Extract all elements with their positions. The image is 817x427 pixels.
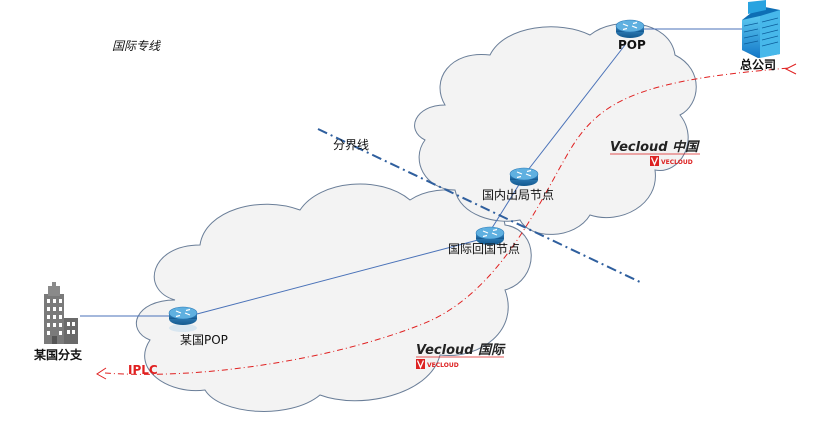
cloud-china-label: Vecloud 中国 [610,139,700,155]
pop-label: POP [618,38,646,52]
cloud-intl-label: Vecloud 国际 [416,343,506,358]
vecloud-logo-text-intl: VECLOUD [427,362,459,369]
branch-label: 某国分支 [34,347,83,362]
router-pop-icon [615,19,645,39]
link-pop-domestic [527,44,626,171]
branch-building-icon [44,282,78,344]
router-domestic-icon [509,167,539,187]
vecloud-logo-text-china: VECLOUD [661,159,693,166]
iplc-arrow-left [96,367,107,380]
cloud-international [135,183,532,412]
domestic-exit-label: 国内出局节点 [482,188,554,202]
iplc-path [104,67,791,375]
vecloud-logo-china: VECLOUD [650,156,693,167]
page-title: 国际专线 [112,39,161,53]
link-intl-branchpop [196,239,479,315]
iplc-arrow-right [784,63,797,75]
link-domestic-intl [491,182,521,229]
intl-return-label: 国际回国节点 [448,242,520,256]
boundary-label: 分界线 [333,138,369,152]
branch-pop-label: 某国POP [180,333,228,347]
hq-label: 总公司 [740,57,776,72]
vecloud-logo-intl: VECLOUD [416,359,459,370]
iplc-label: IPLC [128,363,158,377]
router-branchpop-icon [168,306,198,332]
hq-building-icon [742,0,780,58]
